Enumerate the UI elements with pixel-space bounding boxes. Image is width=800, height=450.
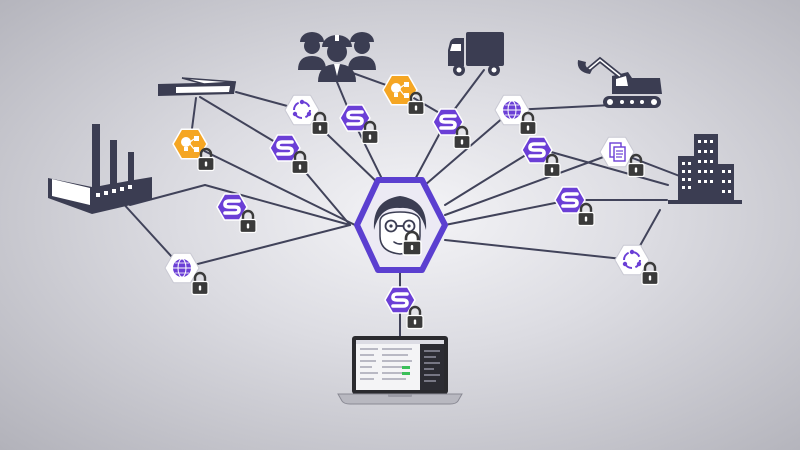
lightbulb-network-icon xyxy=(391,82,409,98)
padlock-icon xyxy=(542,153,562,178)
s-node xyxy=(521,136,562,178)
globe-network-icon xyxy=(173,258,191,278)
network-cycle-node xyxy=(614,244,660,286)
s-node xyxy=(216,193,258,234)
document-icon xyxy=(609,142,626,162)
identity-face-lock-icon xyxy=(354,177,448,273)
padlock-icon xyxy=(576,202,596,227)
delivery-truck-icon xyxy=(448,32,504,76)
hexagon-shape xyxy=(614,244,650,276)
connection-line xyxy=(189,143,356,226)
network-cycle-icon xyxy=(622,249,642,269)
office-buildings-icon xyxy=(668,134,742,204)
globe-network-icon xyxy=(503,100,521,120)
padlock-icon xyxy=(238,209,258,234)
lightbulb-network-icon xyxy=(181,136,199,152)
connection-line xyxy=(444,147,538,206)
excavator-icon xyxy=(577,56,662,108)
lightbulb-node xyxy=(172,128,216,172)
network-cycle-node xyxy=(284,94,330,136)
s-node xyxy=(384,286,425,330)
connection-line xyxy=(536,147,669,186)
padlock-icon xyxy=(518,111,538,136)
connection-line xyxy=(204,184,351,226)
workers-group-icon xyxy=(298,32,376,82)
padlock-icon xyxy=(405,305,425,330)
connection-line xyxy=(199,96,286,149)
document-node xyxy=(599,136,646,178)
connection-line xyxy=(444,199,571,226)
s-logo-icon xyxy=(391,292,409,308)
laptop-icon xyxy=(337,336,463,405)
globe-node xyxy=(164,252,210,296)
security-nodes xyxy=(164,74,660,330)
padlock-icon xyxy=(406,91,426,116)
padlock-icon xyxy=(190,271,210,296)
globe-node xyxy=(494,94,538,136)
network-cycle-icon xyxy=(292,99,312,119)
s-node xyxy=(269,134,310,175)
factory-icon xyxy=(48,124,152,214)
connection-line xyxy=(444,239,633,261)
padlock-icon xyxy=(360,120,380,145)
padlock-icon xyxy=(290,150,310,175)
warehouse-icon xyxy=(158,77,237,96)
s-node xyxy=(432,108,472,150)
s-node xyxy=(339,104,380,145)
hexagon-shape xyxy=(284,94,320,126)
padlock-icon xyxy=(310,111,330,136)
padlock-icon xyxy=(640,261,660,286)
lightbulb-node xyxy=(382,74,426,116)
s-node xyxy=(554,186,596,227)
padlock-icon xyxy=(452,125,472,150)
connection-line xyxy=(181,224,351,269)
